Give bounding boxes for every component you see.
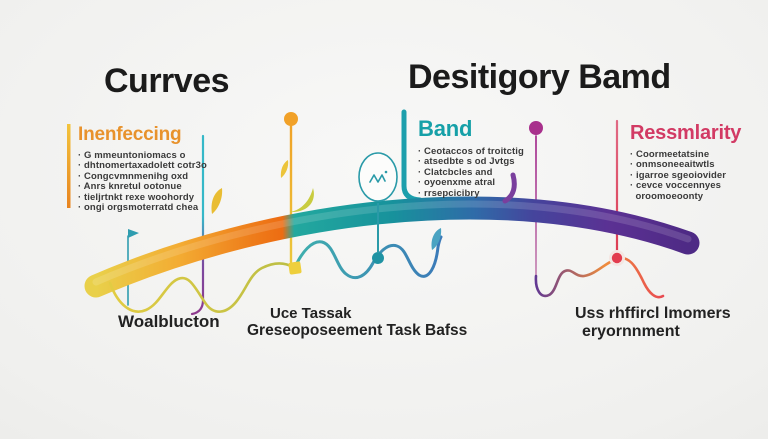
square-marker-icon: [288, 261, 302, 275]
bullet-list: G mmeuntoniomacs o dhtnomertaxadolett co…: [78, 150, 218, 213]
section-heading: Inenfeccing: [78, 124, 182, 145]
bullet-item: Anrs knretul ootonue: [78, 181, 218, 192]
title-right: Desitigory Bamd: [408, 58, 671, 96]
bullet-item: Coormeetatsine: [630, 149, 760, 160]
circle-badge-icon: [358, 152, 398, 202]
bottom-label-middle-line2: Greseoposeement Task Bafss: [247, 322, 468, 339]
bullet-item: Ceotaccos of troitctig: [418, 146, 568, 157]
bullet-item: atsedbte s od Jvtgs: [418, 156, 568, 167]
bullet-item: rrsepcicibry: [418, 188, 568, 199]
dot-marker-red: [611, 252, 623, 264]
section-band: Band Ceotaccos of troitctig atsedbte s o…: [418, 116, 568, 199]
gradient-band: [84, 196, 700, 298]
swoosh-icon: [290, 188, 314, 213]
wave-right: [534, 256, 665, 299]
leaf-icon: [280, 160, 289, 178]
bullet-item: igarroe sgeoiovider: [630, 170, 760, 181]
band-highlight: [92, 200, 692, 286]
dot-marker-orange: [284, 112, 298, 126]
bullet-item: oyoenxme atral: [418, 177, 568, 188]
bottom-label-middle-line1: Uce Tassak: [270, 305, 352, 322]
bullet-list: Coormeetatsine onmsoneeaitwtls igarroe s…: [630, 149, 760, 202]
section-ressmlarity: Ressmlarity Coormeetatsine onmsoneeaitwt…: [630, 122, 760, 202]
flag-marker-icon: [128, 229, 139, 238]
badge-glyph-dot: [384, 170, 388, 174]
section-heading: Band: [418, 116, 473, 141]
dot-marker-teal: [372, 252, 384, 264]
section-heading: Ressmlarity: [630, 122, 742, 144]
bullet-list: Ceotaccos of troitctig atsedbte s od Jvt…: [418, 146, 568, 199]
badge-glyph-icon: [369, 174, 386, 183]
bullet-item: tieljrtnkt rexe woohordy: [78, 192, 218, 203]
bullet-item: cevce voccennyes: [630, 180, 760, 191]
bullet-item: onmsoneeaitwtls: [630, 159, 760, 170]
bullet-item: Clatcbcles and: [418, 167, 568, 178]
left-accent-bar: [67, 124, 71, 208]
bottom-label-left: Woalblucton: [118, 312, 220, 331]
bullet-item: G mmeuntoniomacs o: [78, 150, 218, 161]
bullet-item: dhtnomertaxadolett cotr3o: [78, 160, 218, 171]
bullet-item: Congcvmnmenihg oxd: [78, 171, 218, 182]
bottom-label-right-line2: eryornnment: [582, 323, 680, 340]
section-inenfecing: Inenfeccing G mmeuntoniomacs o dhtnomert…: [78, 124, 218, 213]
title-left: Currves: [104, 62, 230, 100]
wave-middle: [293, 235, 443, 279]
bullet-item-continuation: oroomoeoonty: [635, 190, 704, 202]
bottom-label-right-line1: Uss rhffircl lmomers: [575, 305, 731, 322]
bullet-item: ongi orgsmoterratd chea: [78, 202, 218, 213]
teal-leaf-icon: [431, 228, 442, 250]
dot-marker-magenta: [529, 121, 543, 135]
wave-left: [108, 262, 295, 313]
